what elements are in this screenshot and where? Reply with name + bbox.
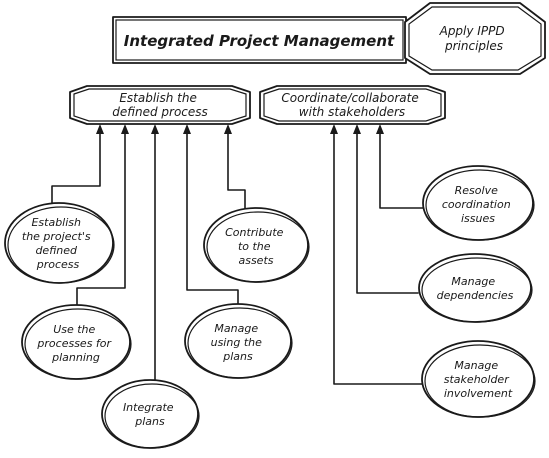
arrowhead <box>353 124 361 134</box>
title-text: Integrated Project Management <box>124 32 395 50</box>
connectors <box>51 124 426 386</box>
goal-coordinate-stakeholders: Coordinate/collaborate with stakeholders <box>259 85 446 125</box>
goal-establish-defined-process: Establish the defined process <box>69 85 251 125</box>
practice-use-processes-planning: Use the processes for planning <box>21 304 132 380</box>
practice-manage-using-plans: Manage using the plans <box>184 303 293 379</box>
practice-use-processes-text: Use the processes for planning <box>36 323 114 364</box>
arrowhead <box>224 124 232 134</box>
practice-resolve-text: Resolve coordination issues <box>442 184 514 225</box>
arrowhead <box>151 124 159 134</box>
connector-dependencies <box>356 129 419 294</box>
connector-resolve <box>379 129 426 209</box>
practice-manage-dependencies: Manage dependencies <box>418 253 533 323</box>
connector-use-processes <box>76 129 126 309</box>
practice-dependencies-text: Manage dependencies <box>437 275 514 302</box>
practice-integrate-text: Integrate plans <box>123 401 177 428</box>
arrowhead <box>183 124 191 134</box>
arrowhead <box>121 124 129 134</box>
goal-left-text: Establish the defined process <box>112 91 208 119</box>
practice-integrate-plans: Integrate plans <box>101 379 200 449</box>
connector-involvement <box>333 129 423 385</box>
connector-contribute <box>227 129 246 216</box>
arrowhead <box>376 124 384 134</box>
practice-manage-stakeholder-involvement: Manage stakeholder involvement <box>421 340 536 418</box>
connector-manage-plans <box>186 129 239 306</box>
arrowhead <box>330 124 338 134</box>
note-octagon: Apply IPPD principles <box>404 2 546 75</box>
arrowhead <box>96 124 104 134</box>
practice-resolve-coordination-issues: Resolve coordination issues <box>422 165 535 241</box>
practice-contribute-assets: Contribute to the assets <box>203 207 310 283</box>
goal-right-text: Coordinate/collaborate with stakeholders <box>281 91 422 119</box>
title-box: Integrated Project Management <box>112 16 407 64</box>
practice-establish-text: Establish the project's defined process <box>22 216 94 271</box>
note-text: Apply IPPD principles <box>439 24 509 53</box>
practice-establish-project-process: Establish the project's defined process <box>4 202 115 284</box>
practice-involvement-text: Manage stakeholder involvement <box>444 359 513 400</box>
practice-manage-plans-text: Manage using the plans <box>211 322 266 363</box>
practice-contribute-text: Contribute to the assets <box>225 226 287 267</box>
connector-establish <box>51 129 101 207</box>
